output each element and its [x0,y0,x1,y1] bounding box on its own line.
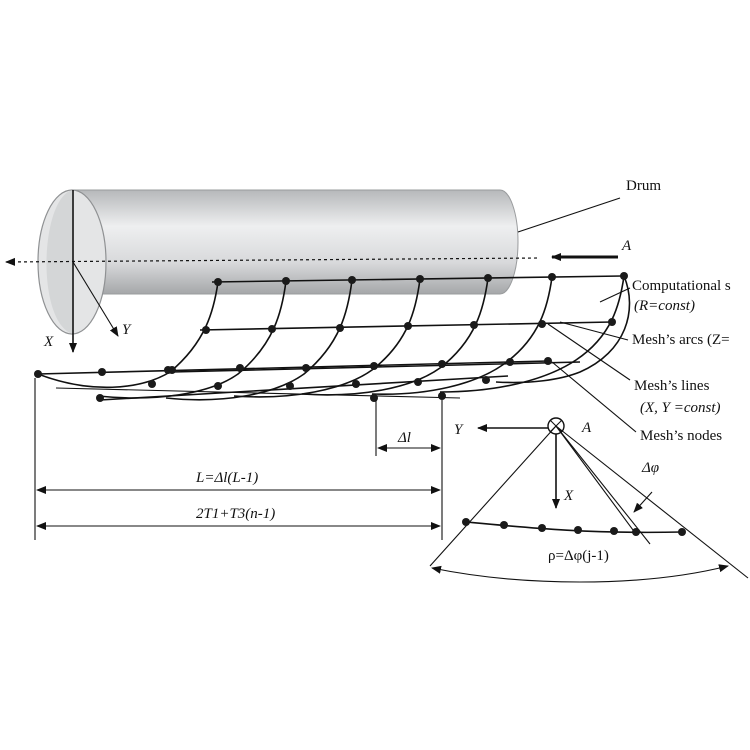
section-ray-left [429,425,557,567]
mesh-node [34,370,42,378]
mesh-lines-formula: (X, Y =const) [640,400,721,416]
section-node [538,524,546,532]
section-a-label: A [581,420,592,436]
mesh-nodes-label: Mesh’s nodes [640,428,722,444]
mesh-node [268,325,276,333]
mesh-node [438,360,446,368]
computational-surface-leader [599,287,631,303]
drum-body [71,189,519,295]
section-node [500,521,508,529]
mesh-node [544,357,552,365]
mesh-lines-leader [547,323,631,381]
mesh-node [282,277,290,285]
mesh-nodes-leader [551,361,637,433]
mesh-node [470,321,478,329]
section-node [678,528,686,536]
mesh-arc [301,277,489,396]
a-top-label: A [621,238,632,254]
mesh-node [506,358,514,366]
mesh-lines-label: Mesh’s lines [634,378,710,394]
drum-axes: X Y [43,190,132,353]
section-node [574,526,582,534]
mesh-node [416,275,424,283]
mesh-node [214,278,222,286]
mesh-arc [439,275,625,393]
computational-surface-label: Computational s [632,278,731,294]
rho-formula-label: ρ=Δφ(j-1) [548,548,609,564]
mesh-node [286,382,294,390]
mesh-node [348,276,356,284]
mesh-node [98,368,106,376]
mesh-node [414,378,422,386]
section-x-label: X [563,488,574,504]
mesh-node [482,376,490,384]
section-node [462,518,470,526]
drum-end-rim [46,190,72,334]
mesh-line [37,360,549,375]
mesh-node [164,366,172,374]
mesh-node [484,274,492,282]
mesh-node [370,362,378,370]
section-node [632,528,640,536]
mesh-arc [233,278,421,398]
mesh-node [302,364,310,372]
mesh-node [404,322,412,330]
mesh-arc [165,279,353,401]
drum-leader-line [517,197,621,233]
mesh-node [608,318,616,326]
mesh [34,272,631,402]
mesh-node [202,326,210,334]
length-formula-label: L=Δl(L-1) [195,470,258,486]
drum-label: Drum [626,178,661,194]
cross-section: A Y X Δφ ρ=Δφ(j-1) [429,417,749,583]
mesh-node [352,380,360,388]
delta-phi-arrow [633,491,653,513]
section-ray-inner-a [555,425,651,545]
dimensions: Δl L=Δl(L-1) 2T1+T3(n-1) [34,378,443,540]
mesh-node [148,380,156,388]
mesh-node [370,394,378,402]
mesh-arc [371,276,553,396]
mesh-node [236,364,244,372]
mesh-node [548,273,556,281]
drum-y-axis-line [72,261,119,337]
mesh-node [336,324,344,332]
mesh-arc-outer [495,275,631,384]
delta-phi-label: Δφ [641,460,659,476]
mesh-node [438,392,446,400]
mesh-node [96,394,104,402]
drum-axis-line [5,257,541,266]
section-node [610,527,618,535]
mesh-arcs-label: Mesh’s arcs (Z= [632,332,730,348]
total-formula-label: 2T1+T3(n-1) [196,506,275,522]
drum-y-axis-label: Y [122,322,132,338]
rho-dimension-arc [431,564,729,583]
section-y-label: Y [454,422,464,438]
section-ray-inner-b [555,425,637,535]
mesh-arcs-leader [559,321,629,341]
drum [37,189,519,335]
section-ray-right [555,425,749,579]
section-node-arc [465,521,683,534]
mesh-node [214,382,222,390]
drum-x-axis-label: X [43,334,54,350]
mesh-arc [97,280,287,399]
mesh-node [620,272,628,280]
delta-l-label: Δl [397,430,411,446]
computational-surface-formula: (R=const) [634,298,695,314]
mesh-node [538,320,546,328]
